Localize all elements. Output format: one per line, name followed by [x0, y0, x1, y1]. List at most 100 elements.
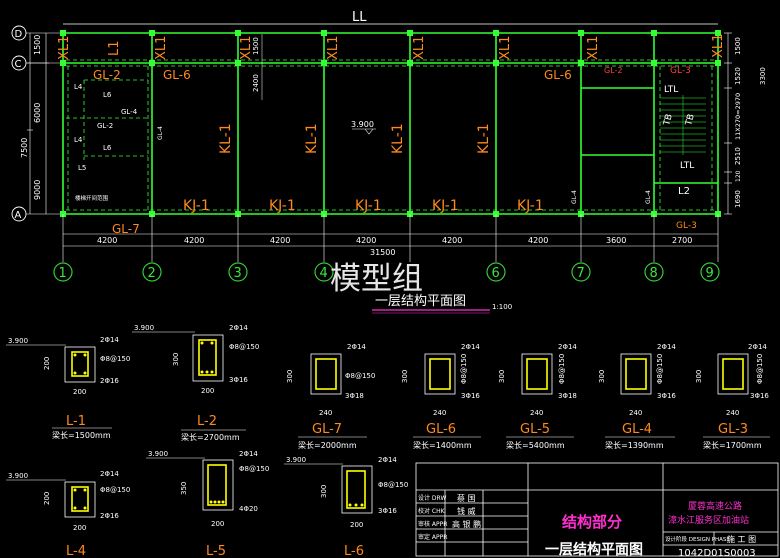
- project-name-line2: 漳水江服务区加油站: [668, 514, 749, 526]
- section-width: 200: [201, 387, 214, 395]
- section-width: 240: [433, 409, 446, 417]
- section-stirrup: Φ8@150: [378, 481, 408, 489]
- axis-letters: D C A: [11, 25, 60, 222]
- section-stirrup: Φ8@150: [345, 372, 375, 380]
- section-length: 梁长=1700mm: [703, 440, 762, 450]
- dim-bottom: 4200: [356, 236, 376, 245]
- beam-top-label: XL1: [498, 36, 513, 60]
- section-top-rebar: 2Φ14: [100, 336, 119, 344]
- gl-label: GL-2: [604, 66, 623, 75]
- section-width: 240: [629, 409, 642, 417]
- stair-labels: LTL TB TB LTL L2: [662, 85, 697, 197]
- dim-bottom: 4200: [97, 236, 117, 245]
- stair-hatch: [660, 95, 706, 155]
- gl-labels: GL-2 GL-6 GL-6 GL-7 GL-3 GL-2 GL-3: [93, 66, 697, 236]
- kj-label: KJ-1: [355, 198, 382, 214]
- small-label: GL-2: [97, 122, 113, 130]
- section-width: 240: [530, 409, 543, 417]
- section-name: L-5: [206, 544, 226, 558]
- section-length: 梁长=1500mm: [52, 430, 111, 440]
- section-bottom-rebar: 2Φ16: [100, 377, 119, 385]
- section-height: 300: [286, 370, 294, 383]
- title-block-role: 审定 APPR: [418, 533, 447, 541]
- gl-label: GL-6: [544, 68, 572, 82]
- kl-label: KL-1: [476, 123, 492, 154]
- section-height: 200: [43, 357, 51, 370]
- section-stirrup: Φ8@150: [229, 343, 259, 351]
- dim-total: 31500: [370, 248, 395, 257]
- elevation-marker: 3.900: [351, 120, 376, 135]
- axis-number: 9: [706, 266, 714, 281]
- section-top-rebar: 2Φ14: [558, 343, 577, 351]
- stair-label: TB: [684, 113, 697, 128]
- title-block-name: 高 银 鹏: [452, 519, 481, 529]
- section-top-rebar: 2Φ14: [461, 343, 480, 351]
- phase-value: 施 工 图: [727, 534, 756, 544]
- dim-right-4: 2510: [734, 147, 742, 165]
- bottom-dim-texts: 4200 4200 4200 4200 4200 4200 3600 2700 …: [97, 236, 692, 257]
- section-height: 300: [401, 370, 409, 383]
- axis-letter-a: A: [15, 210, 22, 221]
- section-length: 梁长=1400mm: [413, 440, 472, 450]
- section-gl5: 2Φ14 Φ8@150 3Φ18 300 240 GL-5 梁长=5400mm: [498, 343, 577, 450]
- section-bottom-rebar: 3Φ16: [657, 392, 676, 400]
- section-width: 200: [211, 520, 224, 528]
- dim-right-5: 120: [735, 170, 742, 182]
- section-details: 3.900 2Φ14 Φ8@150 2Φ16 200 200 L-1 梁长=15…: [6, 324, 770, 558]
- section-name: L-6: [344, 544, 364, 558]
- section-stirrup: Φ8@150: [460, 354, 468, 384]
- section-bottom-rebar: 3Φ16: [461, 392, 480, 400]
- section-name: L-4: [66, 544, 86, 558]
- section-height: 300: [695, 370, 703, 383]
- gl-label: GL-2: [93, 68, 121, 82]
- dim-right-1: 1520: [734, 67, 742, 85]
- section-width: 200: [350, 521, 363, 529]
- section-name: GL-3: [718, 422, 748, 437]
- dim-bottom: 4200: [528, 236, 548, 245]
- small-label: L6: [103, 91, 112, 99]
- section-width: 200: [73, 388, 86, 396]
- axis-number: 1: [59, 266, 67, 281]
- plan-dashed-beams: [66, 59, 715, 211]
- stair-label: LTL: [680, 161, 694, 171]
- section-elev: 3.900: [8, 472, 28, 480]
- dim-left-1500: 1500: [33, 35, 42, 55]
- section-height: 300: [320, 485, 328, 498]
- section-top-rebar: 2Φ14: [229, 324, 248, 332]
- axis-number: 4: [320, 266, 328, 281]
- section-top-rebar: 2Φ14: [657, 343, 676, 351]
- dim-right-6: 1690: [734, 190, 742, 208]
- bottom-dimensions: [62, 214, 719, 262]
- dim-bottom: 4200: [184, 236, 204, 245]
- section-bottom-rebar: 3Φ16: [229, 376, 248, 384]
- right-dimensions: [724, 32, 732, 215]
- title-block-role: 校对 CHK: [418, 507, 446, 515]
- small-label: GL-4: [121, 108, 138, 116]
- axis-number: 8: [650, 266, 658, 281]
- section-length: 梁长=5400mm: [506, 440, 565, 450]
- small-label: GL-4: [157, 126, 164, 140]
- section-name: GL-7: [312, 422, 342, 437]
- phase-label: 设计阶段 DESIGN PHASE: [665, 535, 730, 543]
- section-elev: 3.900: [8, 337, 28, 345]
- beam-top-label: XL1: [239, 36, 254, 60]
- section-elev: 3.900: [286, 456, 306, 464]
- title-block: 设计 DRW 蔡 国 校对 CHK 钱 威 审核 APPR 高 银 鹏 审定 A…: [415, 462, 779, 558]
- small-label: GL-4: [571, 190, 578, 204]
- project-name-line1: 厦蓉高速公路: [688, 500, 742, 512]
- stair-label: LTL: [664, 85, 678, 95]
- section-width: 240: [319, 409, 332, 417]
- section-elev: 3.900: [148, 450, 168, 458]
- section-name: L-1: [66, 414, 86, 429]
- axis-letter-c: C: [15, 59, 22, 70]
- section-length: 梁长=1390mm: [605, 440, 664, 450]
- left-dimensions: [27, 33, 49, 214]
- section-l4: 3.900 2Φ14 Φ8@150 2Φ16 200 200 L-4: [6, 470, 130, 558]
- axis-number: 3: [234, 266, 242, 281]
- dim-left-7500: 7500: [20, 138, 29, 158]
- kj-label: KJ-1: [517, 198, 544, 214]
- title-block-name: 钱 威: [457, 506, 476, 516]
- room-note: 楼梯开间范围: [75, 194, 109, 202]
- section-stirrup: Φ8@150: [239, 465, 269, 473]
- beam-top-label: L1: [107, 40, 122, 56]
